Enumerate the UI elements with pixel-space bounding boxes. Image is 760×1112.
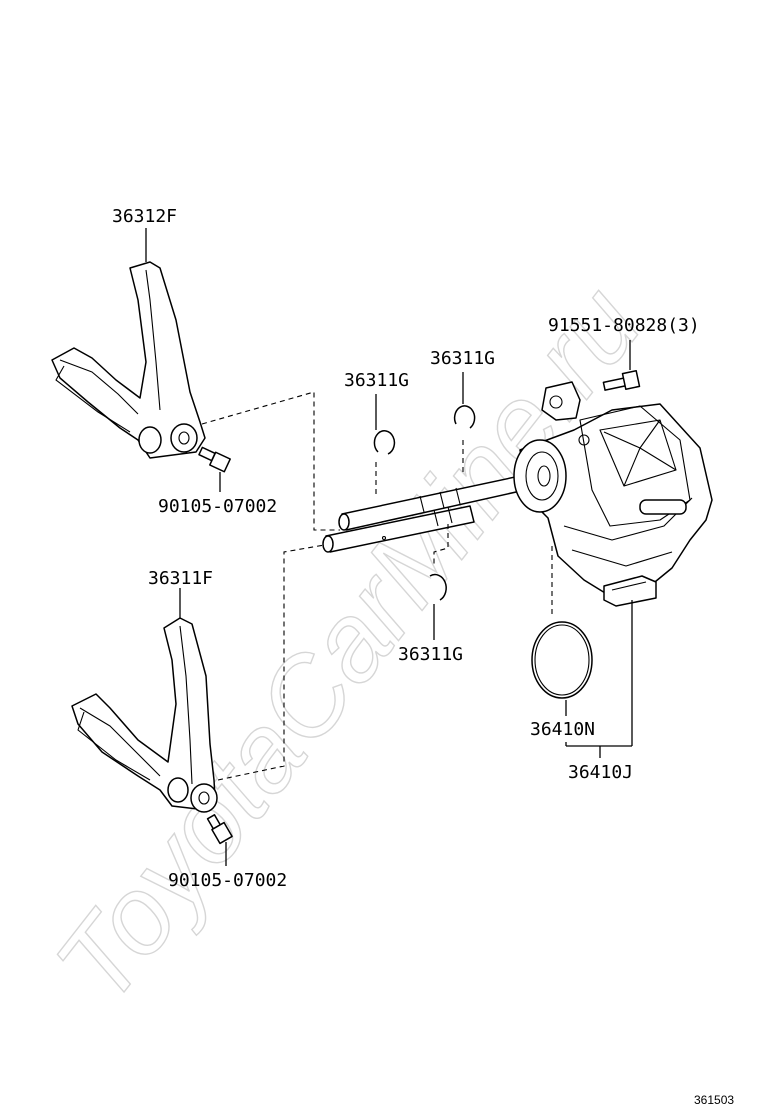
c-ring-right[interactable]: [453, 405, 476, 429]
o-ring[interactable]: [531, 621, 593, 699]
shift-shafts[interactable]: [322, 469, 553, 553]
diagram-number: 361503: [694, 1093, 734, 1107]
shift-actuator[interactable]: [513, 381, 713, 607]
label-36410N: 36410N: [530, 719, 595, 740]
dash-fork-lower: [217, 543, 331, 781]
dash-fork-upper: [201, 391, 340, 531]
dash-ring-bottom: [433, 524, 449, 566]
label-36311G-left: 36311G: [344, 370, 409, 391]
label-90105-lower: 90105-07002: [168, 870, 287, 891]
actuator-bolt[interactable]: [602, 369, 641, 391]
label-36311F: 36311F: [148, 568, 213, 589]
bolt-lower[interactable]: [206, 814, 233, 845]
label-36312F: 36312F: [112, 206, 177, 227]
label-36311G-bottom: 36311G: [398, 644, 463, 665]
c-ring-left[interactable]: [373, 430, 396, 455]
label-91551: 91551-80828(3): [548, 315, 700, 336]
bolt-upper[interactable]: [198, 446, 231, 473]
label-36410J: 36410J: [568, 762, 633, 783]
shift-fork-upper[interactable]: [51, 261, 206, 459]
shift-fork-lower[interactable]: [71, 617, 218, 813]
c-ring-bottom[interactable]: [429, 573, 447, 601]
leader-36410J: [565, 600, 633, 758]
label-90105-upper: 90105-07002: [158, 496, 277, 517]
label-36311G-right: 36311G: [430, 348, 495, 369]
